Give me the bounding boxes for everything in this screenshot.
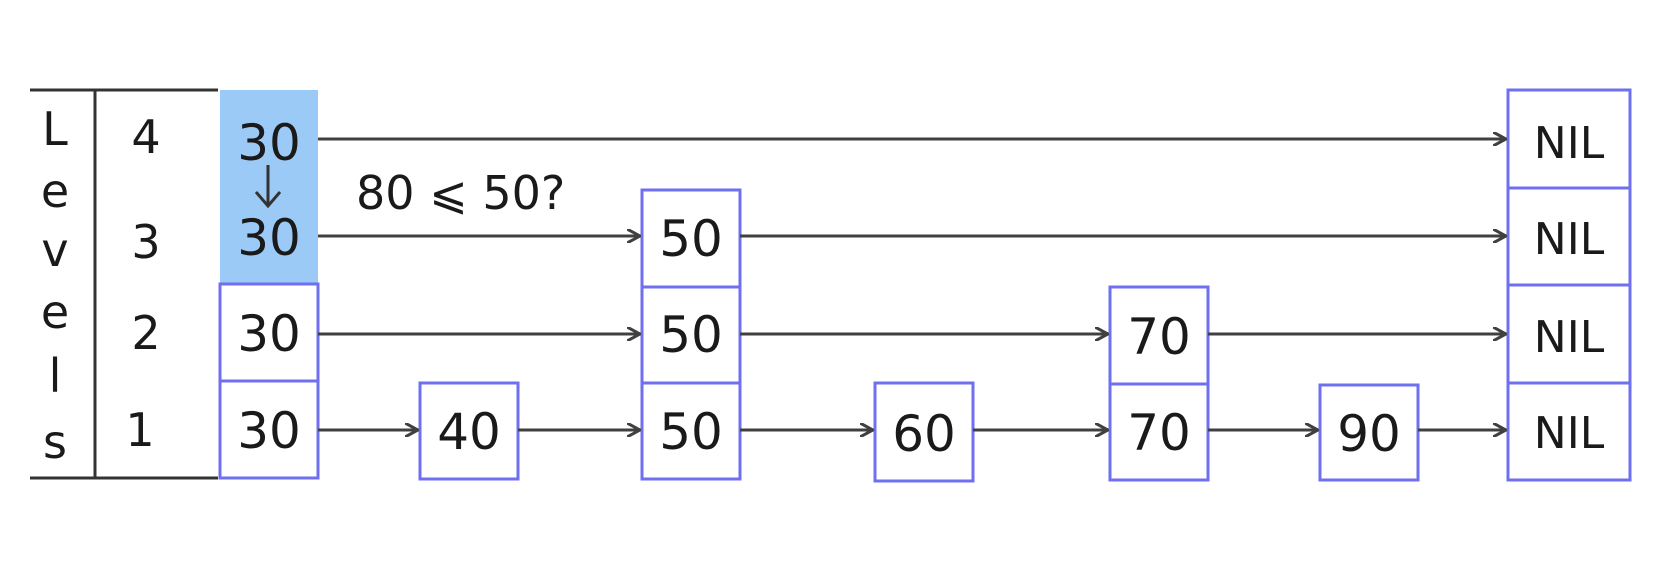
levels-label-letter: l (49, 349, 62, 403)
levels-label-letter: e (41, 164, 69, 218)
node-70-tower: 70 70 (1108, 285, 1210, 482)
node-value: 60 (892, 405, 956, 463)
nil-label: NIL (1534, 118, 1605, 169)
node-30-tower: 30 30 30 30 (218, 114, 320, 480)
node-value: 30 (237, 305, 301, 363)
node-40-tower: 40 (418, 381, 520, 481)
node-value: 90 (1337, 405, 1401, 463)
node-box (873, 381, 975, 483)
node-value: 40 (437, 403, 501, 461)
node-box (1506, 381, 1632, 482)
comparison-annotation: 80 ⩽ 50? (356, 166, 565, 220)
node-box (1108, 382, 1210, 482)
levels-label-letter: L (42, 102, 68, 156)
node-value: 70 (1127, 308, 1191, 366)
node-60-tower: 60 (873, 381, 975, 483)
level-legend: L e v e l s 4 3 2 1 (30, 88, 218, 480)
nil-tower: NIL NIL NIL NIL (1506, 88, 1632, 482)
levels-label-letter: v (41, 223, 68, 277)
node-value: 50 (659, 306, 723, 364)
level-number: 2 (131, 306, 160, 360)
node-value: 70 (1127, 404, 1191, 462)
node-90-tower: 90 (1318, 383, 1420, 482)
node-box (1318, 383, 1420, 482)
node-value: 30 (237, 402, 301, 460)
down-arrow-icon (254, 165, 282, 209)
level-number: 4 (131, 110, 160, 164)
node-value: 30 (237, 114, 301, 172)
level-number: 3 (131, 215, 160, 269)
levels-label-letter: e (41, 285, 69, 339)
nil-label: NIL (1534, 408, 1605, 459)
node-value: 50 (659, 403, 723, 461)
nil-label: NIL (1534, 214, 1605, 265)
level-number: 1 (125, 403, 154, 457)
node-value: 50 (659, 210, 723, 268)
node-50-tower: 50 50 50 (640, 188, 742, 481)
levels-label-letter: s (43, 415, 67, 469)
nil-label: NIL (1534, 312, 1605, 363)
node-value: 30 (237, 209, 301, 267)
